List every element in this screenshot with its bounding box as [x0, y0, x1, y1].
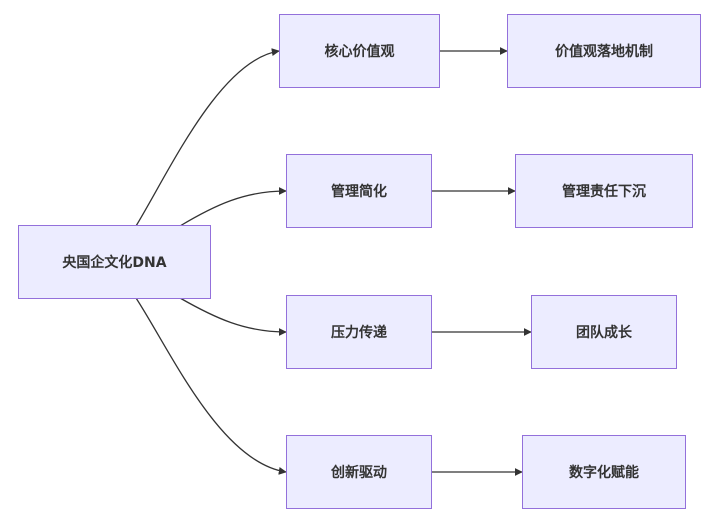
node-values-landing-label: 价值观落地机制 — [555, 44, 653, 60]
edge-root-to-innovation — [135, 297, 287, 475]
node-root[interactable]: 央国企文化DNA — [18, 225, 211, 299]
edge-root-to-pressure — [179, 297, 287, 336]
node-innovation-label: 创新驱动 — [331, 465, 387, 481]
node-pressure-label: 压力传递 — [331, 325, 387, 341]
node-mgmt-sink[interactable]: 管理责任下沉 — [515, 154, 693, 228]
node-root-label: 央国企文化DNA — [62, 255, 167, 271]
node-team-growth-label: 团队成长 — [576, 325, 632, 341]
edge-root-to-core-values — [135, 48, 280, 227]
node-digital[interactable]: 数字化赋能 — [522, 435, 686, 509]
node-mgmt-sink-label: 管理责任下沉 — [562, 184, 646, 200]
node-values-landing[interactable]: 价值观落地机制 — [507, 14, 701, 88]
node-core-values[interactable]: 核心价值观 — [279, 14, 440, 88]
node-core-values-label: 核心价值观 — [324, 44, 395, 60]
node-team-growth[interactable]: 团队成长 — [531, 295, 677, 369]
node-mgmt-simplify[interactable]: 管理简化 — [286, 154, 432, 228]
edge-root-to-mgmt-simplify — [179, 187, 287, 227]
node-mgmt-simplify-label: 管理简化 — [331, 184, 387, 200]
node-pressure[interactable]: 压力传递 — [286, 295, 432, 369]
node-innovation[interactable]: 创新驱动 — [286, 435, 432, 509]
node-digital-label: 数字化赋能 — [569, 465, 639, 481]
